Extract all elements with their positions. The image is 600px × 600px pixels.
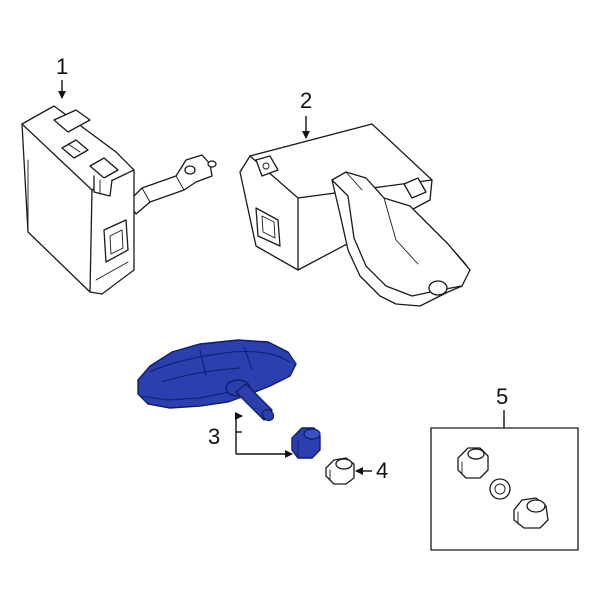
valve-cap-part-4[interactable] — [325, 457, 355, 485]
callout-4: 4 — [355, 458, 388, 483]
kit-grommet[interactable] — [457, 447, 489, 479]
kit-washer[interactable] — [489, 478, 511, 500]
sensor-body — [137, 339, 297, 409]
bracket-module-part-2[interactable] — [239, 123, 471, 307]
callout-5-label: 5 — [496, 384, 508, 409]
callout-4-label: 4 — [376, 458, 388, 483]
callout-1-label: 1 — [56, 54, 68, 79]
kit-cap[interactable] — [513, 497, 549, 529]
valve-nut[interactable] — [291, 427, 321, 459]
control-module-part-1[interactable] — [21, 105, 217, 295]
callout-3-label: 3 — [208, 424, 220, 449]
callout-5: 5 — [496, 384, 508, 428]
callout-3: 3 — [208, 412, 293, 458]
callout-2-label: 2 — [300, 88, 312, 113]
tire-pressure-sensor-part-3[interactable] — [137, 339, 297, 423]
callout-1: 1 — [56, 54, 68, 99]
callout-2: 2 — [300, 88, 312, 139]
